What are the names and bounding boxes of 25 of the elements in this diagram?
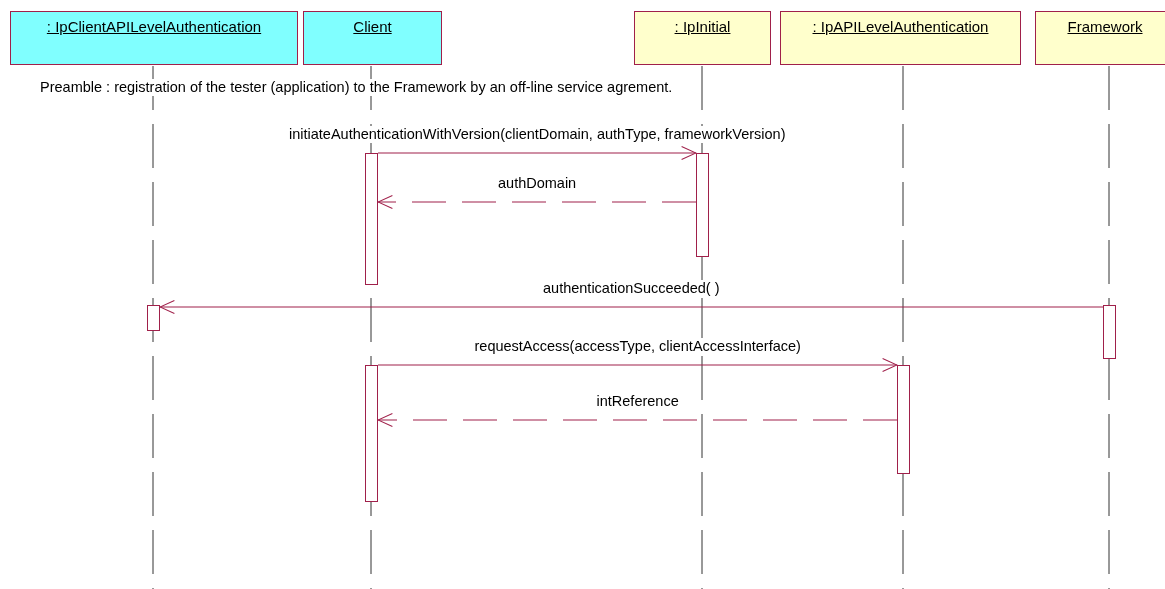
activation-bar xyxy=(1103,305,1116,359)
message-arrow xyxy=(159,300,1104,314)
object-name: : IpClientAPILevelAuthentication xyxy=(46,18,262,35)
note-text: Preamble : registration of the tester (application) to the Framework by an off-line service agrement. xyxy=(39,79,674,96)
return-message-arrow xyxy=(377,413,898,427)
message-arrow xyxy=(377,146,697,160)
message-label: requestAccess(accessType, clientAccessInterface) xyxy=(473,338,802,355)
activation-bar xyxy=(365,153,378,285)
object-name: Framework xyxy=(1067,18,1143,35)
activation-bar xyxy=(365,365,378,502)
message-arrow xyxy=(377,358,898,372)
message-label: authenticationSucceeded( ) xyxy=(542,280,721,297)
return-message-arrow xyxy=(377,195,697,209)
message-label: initiateAuthenticationWithVersion(clientDomain, authType, frameworkVersion) xyxy=(288,126,787,143)
object-box xyxy=(780,11,1021,65)
object-box xyxy=(1035,11,1165,65)
object-box xyxy=(10,11,298,65)
activation-bar xyxy=(897,365,910,474)
object-name: : IpInitial xyxy=(674,18,731,35)
object-box xyxy=(303,11,442,65)
activation-bar xyxy=(696,153,709,257)
object-name: : IpAPILevelAuthentication xyxy=(812,18,989,35)
object-box xyxy=(634,11,771,65)
activation-bar xyxy=(147,305,160,331)
object-name: Client xyxy=(353,18,392,35)
